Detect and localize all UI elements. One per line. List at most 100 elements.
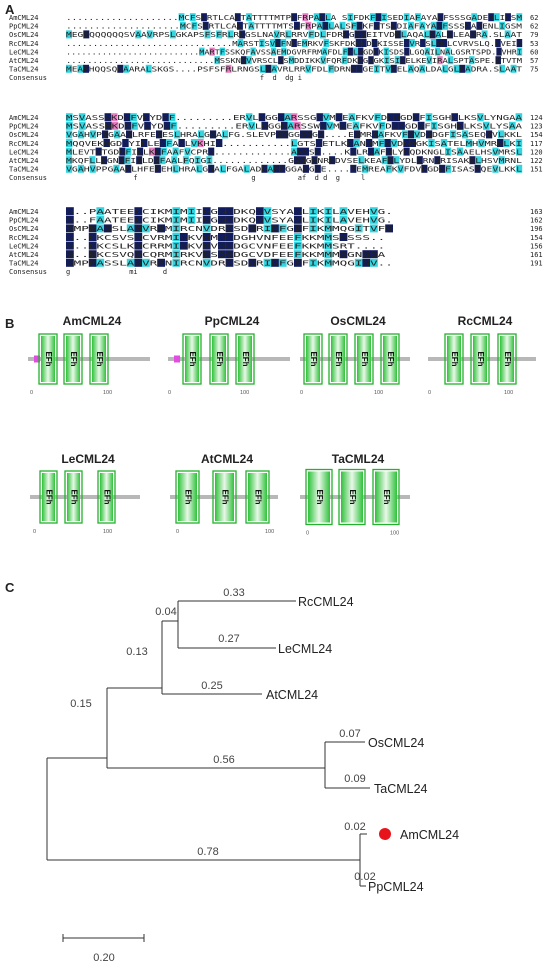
residue-shade [88,258,97,267]
residue-shade [154,147,161,156]
efh-domain-outline [354,333,374,385]
seq-position: 156 [530,242,543,250]
seq-position: 191 [530,260,543,268]
efh-domain [308,471,330,523]
efh-domain [375,471,397,523]
residue-shade [381,13,388,22]
seq-position: 60 [530,48,538,56]
efh-domain [331,336,345,382]
seq-name: AmCML24 [9,208,39,216]
residue-shade [227,30,234,39]
seq-position: 57 [530,57,538,65]
residue-shade [434,156,441,165]
seq-position: 151 [530,166,543,174]
residue-shade [309,258,317,267]
consensus-seq: f g af d d g l [66,174,365,182]
axis-tick-100: 100 [504,390,513,396]
residue-shade [426,56,433,65]
residue-shade [302,164,310,173]
leaf-tacml24: TaCML24 [374,782,428,796]
residue-shade [294,207,302,216]
residue-shade [219,164,227,173]
residue-shade [305,21,312,30]
residue-shade [259,64,266,73]
residue-shade [285,30,292,39]
residue-shade [145,64,152,73]
residue-shade [318,130,325,139]
residue-shade [78,130,85,139]
residue-shade [96,207,105,216]
residue-shade [324,250,333,259]
residue-shade [146,30,153,39]
residue-shade [118,156,125,165]
residue-shade [306,130,313,139]
residue-shade [263,215,272,224]
residue-shade [339,233,348,241]
residue-shade [126,258,135,267]
consensus-label: Consensus [9,268,47,276]
efh-domain-outline [444,333,464,385]
protein-backbone [168,357,290,361]
seq-name: AtCML24 [9,157,39,165]
residue-shade [96,215,105,224]
residue-shade [77,164,84,173]
residue-shade [495,56,501,65]
seq-residues: MSVASSNKDGFVEYDEF.........ERVLGGGGARSSWG… [66,123,523,131]
residue-shade [516,164,523,173]
residue-shade [324,241,333,250]
efh-domain [42,473,55,521]
residue-shade [237,39,244,47]
residue-shade [180,21,186,30]
residue-shade [324,207,333,216]
residue-shade [342,47,348,56]
residue-shade [189,13,196,22]
residue-shade [358,156,365,165]
residue-shade [497,139,504,147]
residue-shade [403,39,410,47]
seq-name: TaCML24 [9,260,39,268]
residue-shade [225,241,234,250]
residue-shade [294,233,302,241]
residue-shade [385,64,392,73]
residue-shade [78,113,86,122]
residue-shade [202,21,209,30]
residue-shade [445,164,452,173]
residue-shade [393,113,401,122]
residue-shade [412,113,420,122]
residue-shade [124,121,132,130]
residue-shade [385,147,392,156]
residue-shade [123,64,129,73]
efh-domain-outline [372,468,400,526]
residue-shade [218,233,226,241]
branch-length-upper: 0.15 [70,698,91,710]
residue-shade [237,21,243,30]
residue-shade [294,250,302,259]
residue-shade [178,139,185,147]
efh-domain [185,336,199,382]
residue-shade [88,224,97,233]
residue-shade [341,56,348,65]
seq-name: RcCML24 [9,140,39,148]
seq-position: 162 [530,217,543,225]
leaf-rccml24: RcCML24 [298,595,354,609]
residue-shade [403,13,410,22]
residue-shade [319,13,326,22]
residue-shade [66,164,73,173]
residue-shade [88,241,97,250]
residue-shade [361,39,367,47]
residue-shade [172,215,181,224]
residue-shade [436,39,442,47]
residue-shade [445,47,451,56]
residue-shade [356,64,363,73]
residue-shade [199,47,205,56]
residue-shade [89,156,96,165]
residue-shade [370,215,378,224]
residue-shade [142,224,150,233]
residue-shade [172,241,181,250]
residue-shade [368,56,374,65]
residue-shade [311,156,318,165]
seq-residues: G..EKCSLKDCRRMIGKVDVDGDGCVNFEEFKKMMSRT..… [66,242,385,250]
residue-shade [390,21,397,30]
